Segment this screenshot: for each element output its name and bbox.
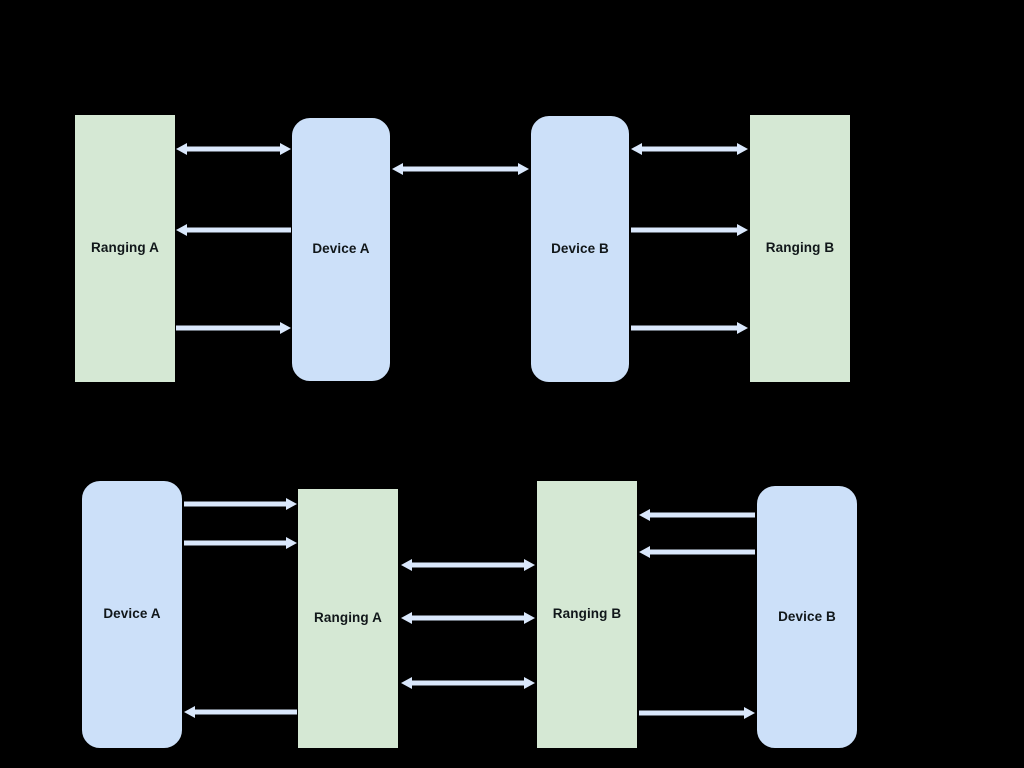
arrow-top-device-b-to-top-ranging-b bbox=[631, 224, 748, 236]
node-label: Ranging B bbox=[765, 240, 835, 256]
arrow-bot-device-a-to-bot-ranging-a bbox=[184, 498, 297, 510]
arrowhead-right bbox=[524, 559, 535, 571]
node-top-ranging-b[interactable]: Ranging B bbox=[750, 115, 850, 382]
arrowhead-right bbox=[737, 322, 748, 334]
arrowhead-left bbox=[631, 143, 642, 155]
arrowhead-right bbox=[286, 537, 297, 549]
arrow-bot-ranging-b-to-bot-device-b bbox=[639, 707, 755, 719]
arrow-bot-ranging-a-to-bot-device-a bbox=[184, 706, 297, 718]
arrow-bot-ranging-a-to-bot-ranging-b bbox=[401, 559, 535, 571]
node-bot-ranging-b[interactable]: Ranging B bbox=[537, 481, 637, 748]
arrowhead-left bbox=[401, 677, 412, 689]
arrowhead-right bbox=[744, 707, 755, 719]
arrowhead-left bbox=[401, 559, 412, 571]
arrow-bot-device-a-to-bot-ranging-a bbox=[184, 537, 297, 549]
arrow-top-device-a-to-top-ranging-a bbox=[176, 224, 291, 236]
arrow-bot-device-b-to-bot-ranging-b bbox=[639, 546, 755, 558]
arrowhead-right bbox=[518, 163, 529, 175]
node-bot-ranging-a[interactable]: Ranging A bbox=[298, 489, 398, 748]
node-label: Device B bbox=[778, 608, 836, 624]
node-label: Ranging B bbox=[552, 606, 622, 622]
arrow-top-ranging-a-to-top-device-a bbox=[176, 143, 291, 155]
arrow-top-device-b-to-top-ranging-b bbox=[631, 322, 748, 334]
arrowhead-right bbox=[524, 677, 535, 689]
arrowhead-left bbox=[184, 706, 195, 718]
arrow-bot-device-b-to-bot-ranging-b bbox=[639, 509, 755, 521]
arrowhead-right bbox=[737, 143, 748, 155]
node-top-ranging-a[interactable]: Ranging A bbox=[75, 115, 175, 382]
node-bot-device-a[interactable]: Device A bbox=[82, 481, 182, 748]
node-label: Device A bbox=[103, 606, 161, 622]
arrow-top-device-a-to-top-device-b bbox=[392, 163, 529, 175]
arrow-top-device-b-to-top-ranging-b bbox=[631, 143, 748, 155]
arrowhead-left bbox=[176, 224, 187, 236]
node-top-device-a[interactable]: Device A bbox=[292, 118, 390, 381]
arrowhead-left bbox=[639, 509, 650, 521]
node-bot-device-b[interactable]: Device B bbox=[757, 486, 857, 748]
arrow-bot-ranging-a-to-bot-ranging-b bbox=[401, 612, 535, 624]
arrowhead-left bbox=[176, 143, 187, 155]
arrow-top-ranging-a-to-top-device-a bbox=[176, 322, 291, 334]
arrowhead-left bbox=[401, 612, 412, 624]
node-top-device-b[interactable]: Device B bbox=[531, 116, 629, 382]
arrowhead-right bbox=[280, 143, 291, 155]
arrowhead-right bbox=[737, 224, 748, 236]
node-label: Ranging A bbox=[91, 240, 159, 256]
arrowhead-right bbox=[524, 612, 535, 624]
node-label: Device B bbox=[551, 240, 609, 256]
arrowhead-right bbox=[286, 498, 297, 510]
node-label: Ranging A bbox=[314, 610, 382, 626]
arrowhead-left bbox=[392, 163, 403, 175]
arrowhead-left bbox=[639, 546, 650, 558]
node-label: Device A bbox=[312, 241, 370, 257]
arrowhead-right bbox=[280, 322, 291, 334]
arrow-bot-ranging-a-to-bot-ranging-b bbox=[401, 677, 535, 689]
